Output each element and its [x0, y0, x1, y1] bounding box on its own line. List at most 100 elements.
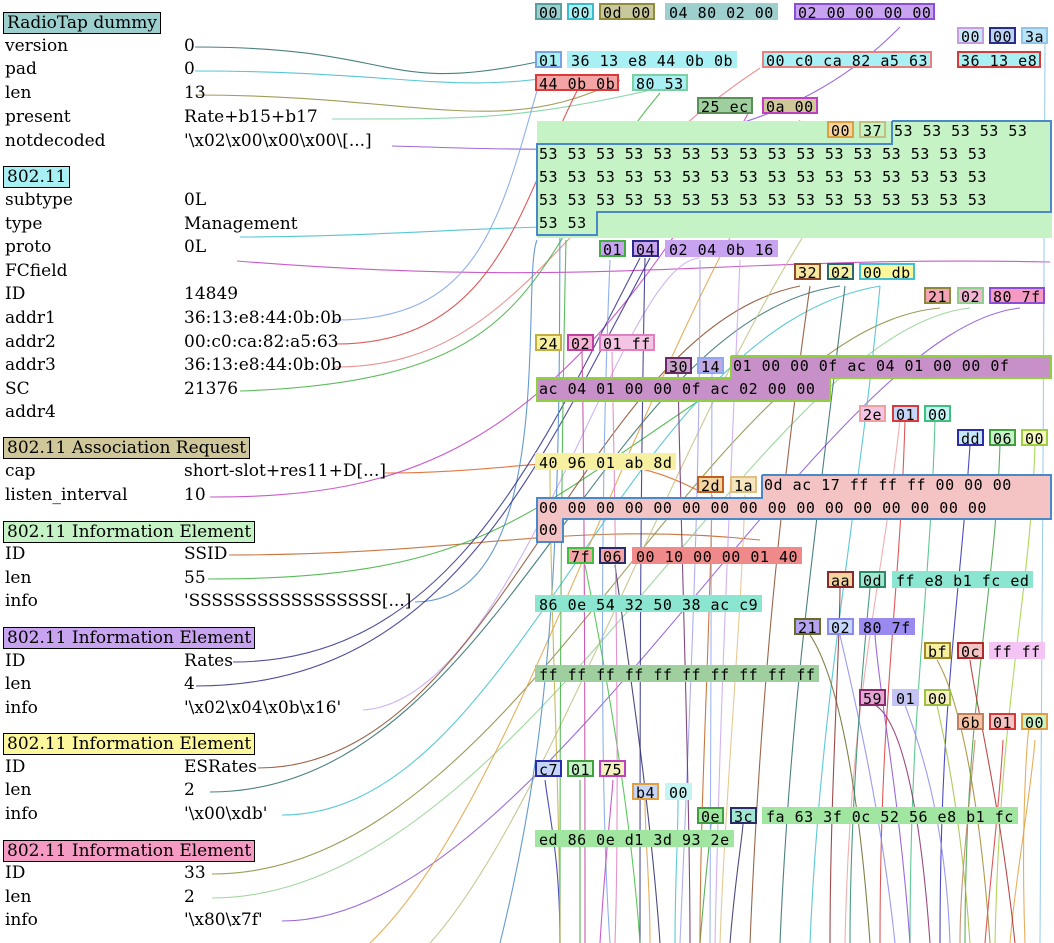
field-value: '\x02\x00\x00\x00\[...] [184, 131, 372, 151]
hex-byte-group: 04 80 02 00 [665, 3, 778, 22]
layer-header-radiotap: RadioTap dummy [3, 12, 161, 34]
hex-byte-group: 0d 00 [599, 3, 655, 22]
ssid-block-first-line: 53 53 53 53 53 [894, 122, 1028, 140]
hex-byte-group: 21 [924, 287, 952, 306]
layer-header-ie-ssid: 802.11 Information Element [3, 521, 256, 543]
field-value: 'SSSSSSSSSSSSSSSSS[...] [184, 591, 412, 611]
connector-curve [839, 634, 896, 943]
field-name: type [5, 214, 43, 234]
hex-byte-group: 0e [697, 807, 725, 826]
connector-curve [1023, 724, 1031, 943]
ssid-block-row-3: 53 53 53 53 53 53 53 53 53 53 53 53 53 5… [539, 191, 987, 209]
field-name: addr1 [5, 308, 56, 328]
ht-block-last-line: 00 [539, 521, 559, 539]
hex-byte-group: 0a 00 [762, 97, 818, 116]
field-value: 55 [184, 568, 206, 588]
field-name: info [5, 698, 38, 718]
hex-byte-group: 3a [1021, 27, 1049, 46]
field-name: SC [5, 379, 30, 399]
connector-curve [849, 587, 871, 943]
hex-byte-group: 86 0e 54 32 50 38 ac c9 [535, 595, 763, 614]
connector-curve [207, 399, 701, 580]
ssid-block-row-2: 53 53 53 53 53 53 53 53 53 53 53 53 53 5… [539, 168, 987, 186]
field-value: 36:13:e8:44:0b:0b [184, 355, 342, 375]
connector-curve [544, 779, 561, 943]
hex-byte-group: 04 [632, 240, 660, 259]
hex-byte-group: 01 [892, 405, 920, 424]
field-value: 0L [184, 190, 207, 210]
connector-curve [614, 564, 661, 943]
field-name: proto [5, 237, 52, 257]
connector-curve [581, 351, 586, 943]
field-value: 21376 [184, 379, 239, 399]
field-value: Rate+b15+b17 [184, 107, 318, 127]
hex-byte-group: 01 ff [599, 334, 655, 353]
field-name: listen_interval [5, 485, 128, 505]
rsn-block-first-line: 01 00 00 0f ac 04 01 00 00 0f [733, 357, 1010, 375]
hex-byte-group: 02 04 0b 16 [665, 240, 778, 259]
hex-byte-group: 1a [730, 476, 758, 495]
hex-byte-group: 00 [924, 405, 952, 424]
field-name: present [5, 107, 71, 127]
field-value: 4 [184, 674, 195, 694]
field-name: len [5, 674, 32, 694]
connector-curve [969, 659, 1016, 943]
field-name: addr3 [5, 355, 56, 375]
hex-byte-group: 02 [827, 263, 855, 282]
hex-byte-group: dd [957, 429, 985, 448]
connector-curve [874, 634, 911, 943]
hex-byte-group: b4 [632, 783, 660, 802]
field-name: ID [5, 651, 26, 671]
hex-byte-group: 0d [859, 571, 887, 590]
hex-byte-group: 01 [535, 51, 563, 70]
rsn-block-last-line: ac 04 01 00 00 0f ac 02 00 00 [539, 380, 816, 398]
hex-byte-group: 75 [599, 760, 627, 779]
hex-byte-group: 00 [989, 27, 1017, 46]
hex-byte-group: aa [827, 571, 855, 590]
field-value: short-slot+res11+D[...] [184, 461, 386, 481]
connector-curve [1009, 739, 1036, 943]
hex-byte-group: 44 0b 0b [535, 74, 620, 93]
field-value: 33 [184, 863, 206, 883]
hex-byte-group: 01 [989, 713, 1017, 732]
connector-curve [674, 799, 679, 943]
field-name: ID [5, 544, 26, 564]
hex-byte-group: fa 63 3f 0c 52 56 e8 b1 fc [762, 807, 1018, 826]
hex-byte-group: 00 [1021, 429, 1049, 448]
hex-byte-group: ff ff ff ff ff ff ff ff ff ff [535, 665, 820, 684]
field-name: len [5, 780, 32, 800]
hex-byte-group: 02 [827, 618, 855, 637]
layer-header-80211: 802.11 [3, 166, 71, 188]
connector-curve [194, 46, 538, 75]
hex-byte-group: 36 13 e8 44 0b 0b [567, 51, 738, 70]
field-name: addr4 [5, 402, 56, 422]
field-name: len [5, 887, 32, 907]
field-name: info [5, 804, 38, 824]
field-name: cap [5, 461, 36, 481]
field-value: 0 [184, 36, 195, 56]
hex-byte-group: 02 00 00 00 00 [794, 3, 936, 22]
hex-byte-group: 01 [599, 240, 627, 259]
field-name: info [5, 591, 38, 611]
field-value: 2 [184, 780, 195, 800]
field-value: ESRates [184, 757, 257, 777]
hex-byte-group: 59 [859, 689, 887, 708]
hex-byte-group: 6b [957, 713, 985, 732]
hex-byte-group: 25 ec [697, 97, 753, 116]
layer-header-ie-33: 802.11 Information Element [3, 840, 256, 862]
field-name: ID [5, 863, 26, 883]
field-name: version [5, 36, 69, 56]
hex-byte-group: 00 [535, 3, 563, 22]
field-value: Rates [184, 651, 233, 671]
field-value: 36:13:e8:44:0b:0b [184, 308, 342, 328]
connector-curve [994, 444, 1036, 943]
connector-curve [611, 351, 618, 943]
field-name: subtype [5, 190, 73, 210]
hex-byte-group: 00 [924, 689, 952, 708]
hex-byte-group: 36 13 e8 [957, 51, 1042, 70]
hex-byte-group: c7 [535, 760, 563, 779]
hex-byte-group: 21 [794, 618, 822, 637]
hex-byte-group: 2e [859, 405, 887, 424]
ht-block-row: 00 00 00 00 00 00 00 00 00 00 00 00 00 0… [539, 499, 987, 517]
hex-byte-group: 14 [697, 357, 725, 376]
